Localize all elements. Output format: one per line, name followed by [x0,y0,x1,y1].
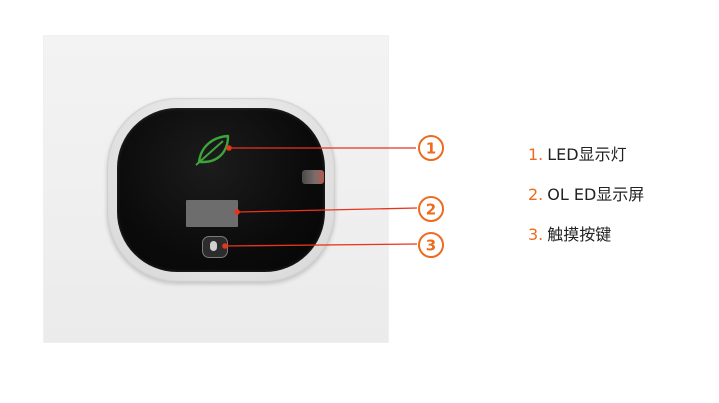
legend-item-touch-key: 3.触摸按键 [528,222,644,262]
device-side-button [302,170,324,184]
legend-number: 1. [528,145,544,164]
legend-label: LED显示灯 [547,145,627,164]
callout-number: 2 [426,201,436,219]
leader-line-2 [234,207,418,215]
callout-3: 3 [418,232,444,258]
legend-label: OL ED显示屏 [547,185,645,204]
legend-list: 1.LED显示灯 2.OL ED显示屏 3.触摸按键 [528,142,644,262]
leader-line-1 [226,145,416,151]
touch-key-indicator [210,241,217,251]
legend-item-oled: 2.OL ED显示屏 [528,182,644,222]
leader-line-3 [222,243,418,249]
callout-2: 2 [418,196,444,222]
legend-number: 2. [528,185,544,204]
leaf-icon [195,134,230,166]
callout-number: 1 [426,140,436,158]
legend-item-led: 1.LED显示灯 [528,142,644,182]
callout-1: 1 [418,135,444,161]
legend-label: 触摸按键 [547,225,612,244]
oled-display-area [186,200,238,227]
legend-number: 3. [528,225,544,244]
callout-number: 3 [426,237,436,255]
